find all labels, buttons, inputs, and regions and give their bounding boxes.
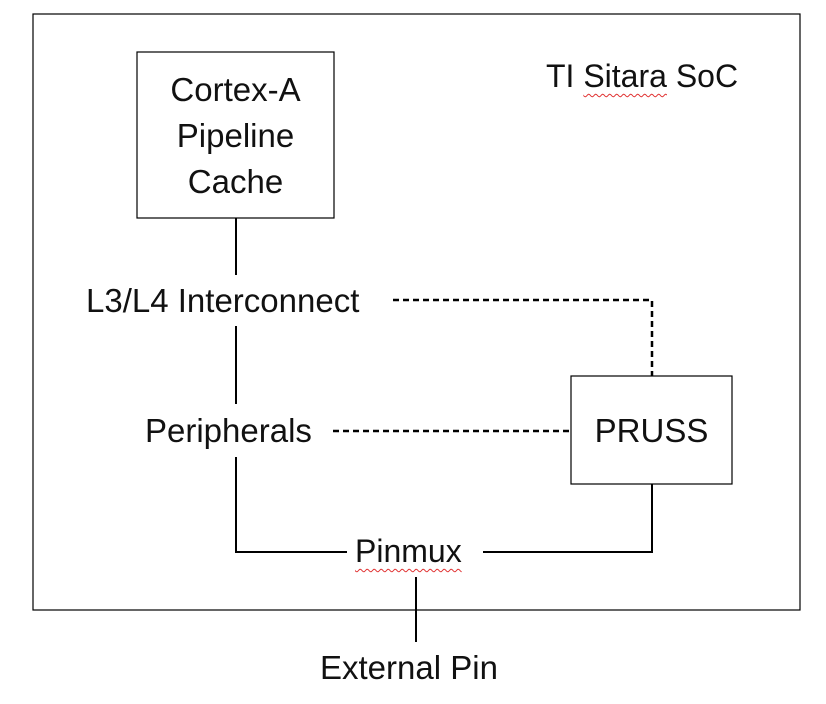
soc-title-prefix: TI [546, 58, 584, 94]
soc-title: TI Sitara SoC [546, 60, 738, 92]
pruss-label: PRUSS [571, 414, 732, 447]
soc-title-suffix: SoC [666, 58, 739, 94]
cortex-a-line-1: Cortex-A [170, 71, 301, 108]
pinmux-label-text: Pinmux [355, 533, 462, 569]
cortex-a-line-3: Cache [187, 163, 284, 200]
pruss-label-text: PRUSS [594, 412, 709, 449]
pruss-to-pinmux-line [483, 484, 653, 553]
peripherals-label: Peripherals [145, 412, 312, 449]
soc-title-spellcheck-word: Sitara [583, 58, 667, 94]
cortex-a-box [136, 51, 335, 219]
external-pin-label: External Pin [320, 649, 498, 686]
interconnect-to-pruss-dashed-line [393, 298, 654, 376]
cortex-a-box-label: Cortex-A Pipeline Cache [137, 67, 334, 205]
pruss-box [570, 375, 733, 485]
interconnect-label: L3/L4 Interconnect [86, 282, 360, 319]
pinmux-label: Pinmux [355, 535, 462, 567]
peripherals-to-pinmux-line [235, 457, 347, 553]
cortex-a-line-2: Pipeline [176, 117, 295, 154]
